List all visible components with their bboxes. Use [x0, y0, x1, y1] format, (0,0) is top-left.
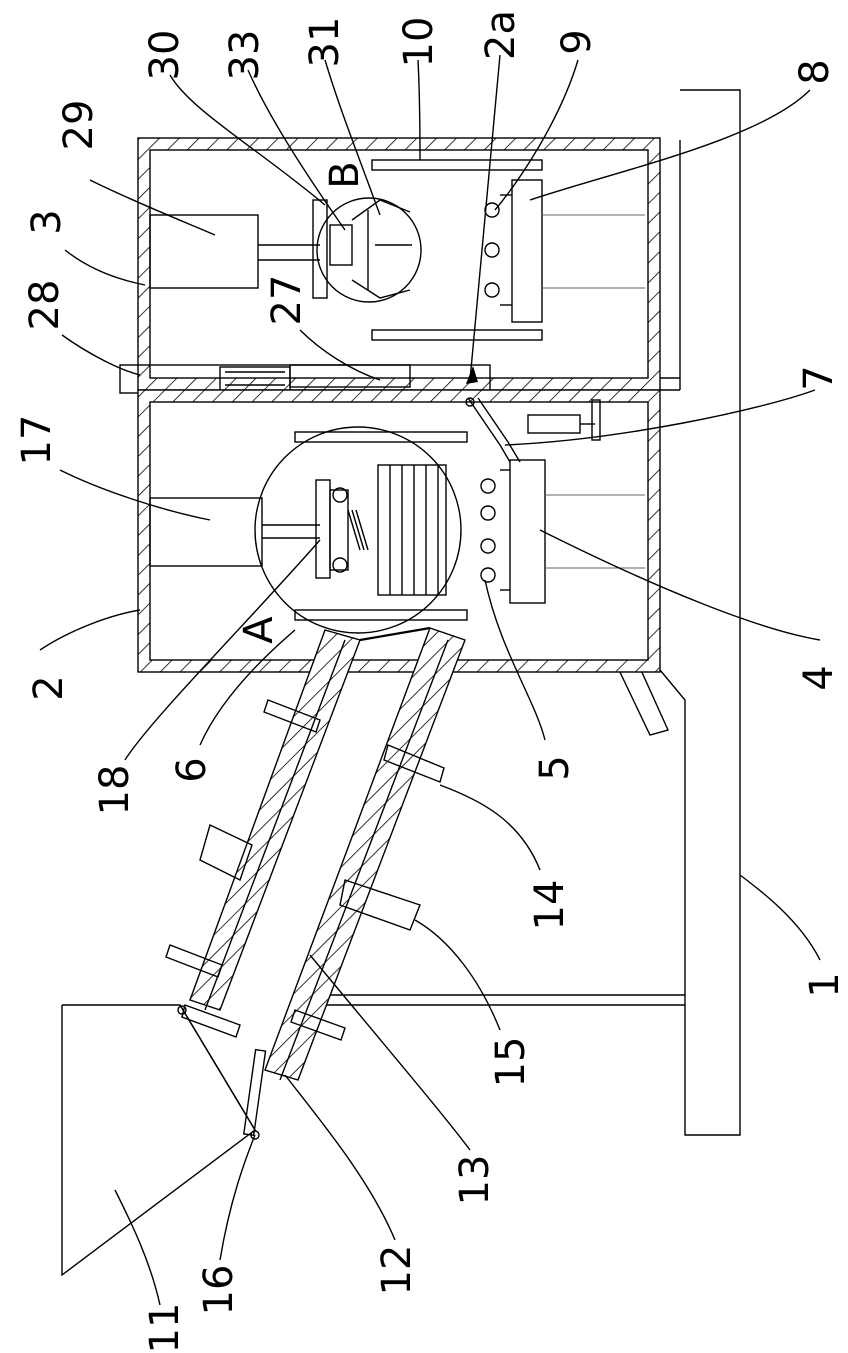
label-29: 29	[56, 100, 102, 151]
label-28: 28	[22, 280, 68, 331]
label-15: 15	[488, 1037, 534, 1088]
label-4: 4	[796, 665, 842, 690]
label-12: 12	[374, 1245, 420, 1296]
label-14: 14	[527, 880, 573, 931]
conveyor-chute	[166, 628, 465, 1080]
label-9: 9	[554, 29, 600, 54]
label-A: A	[236, 616, 282, 644]
label-33: 33	[222, 30, 268, 81]
label-10: 10	[396, 17, 442, 68]
hopper	[62, 1005, 266, 1275]
label-2a: 2a	[478, 10, 524, 60]
label-18: 18	[92, 765, 138, 816]
label-3: 3	[24, 209, 70, 234]
label-1: 1	[802, 972, 848, 997]
label-31: 31	[302, 17, 348, 68]
label-B: B	[322, 161, 368, 188]
lower-housing	[138, 390, 660, 672]
label-13: 13	[452, 1155, 498, 1206]
label-17: 17	[14, 415, 60, 466]
upper-housing	[138, 138, 660, 390]
label-11: 11	[142, 1303, 188, 1353]
label-30: 30	[142, 30, 188, 81]
label-6: 6	[169, 757, 215, 782]
label-5: 5	[532, 755, 578, 780]
label-2: 2	[26, 675, 72, 700]
label-16: 16	[196, 1265, 242, 1316]
label-7: 7	[796, 365, 842, 390]
label-8: 8	[792, 59, 838, 84]
label-27: 27	[264, 275, 310, 326]
